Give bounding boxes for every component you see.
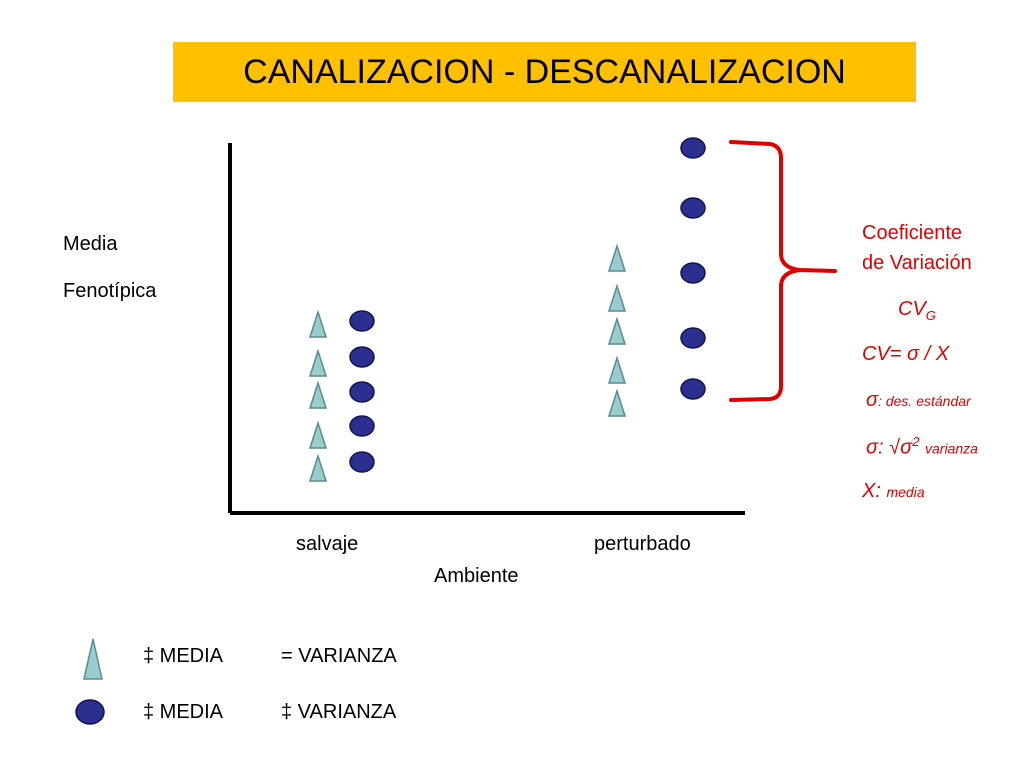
- circle-marker: [680, 262, 706, 284]
- triangle-marker: [308, 453, 328, 482]
- perturbado-circles: [680, 137, 706, 400]
- y-axis-label-line1: Media: [63, 233, 118, 255]
- triangle-marker: [308, 309, 328, 338]
- circle-marker: [349, 310, 375, 332]
- x-symbol: X:: [862, 480, 881, 502]
- legend-circle-varianza: ‡ VARIANZA: [281, 701, 397, 723]
- salvaje-triangles: [308, 309, 328, 482]
- circle-marker: [349, 451, 375, 473]
- x-tick-perturbado: perturbado: [594, 533, 691, 555]
- circle-marker: [680, 137, 706, 159]
- x-desc: media: [886, 484, 925, 500]
- circle-marker: [349, 346, 375, 368]
- variance-definition: σ: √σ2 varianza: [866, 434, 978, 460]
- variance-symbol: σ: √σ: [866, 436, 913, 459]
- triangle-marker: [607, 355, 627, 384]
- triangle-marker: [607, 316, 627, 345]
- legend-triangle-icon: [83, 638, 103, 680]
- legend-triangle-media: ‡ MEDIA: [143, 645, 224, 667]
- x-definition: X: media: [862, 480, 925, 503]
- x-axis-label: Ambiente: [434, 565, 519, 587]
- triangle-marker: [607, 283, 627, 312]
- circle-marker: [680, 197, 706, 219]
- perturbado-triangles: [607, 243, 627, 417]
- triangle-marker: [308, 420, 328, 449]
- cv-subscript: G: [925, 308, 936, 323]
- y-axis-label-line2: Fenotípica: [63, 280, 157, 302]
- cv-main: CV: [898, 298, 926, 320]
- salvaje-circles: [349, 310, 375, 473]
- legend-triangle-varianza: = VARIANZA: [281, 645, 397, 667]
- triangle-marker: [607, 243, 627, 272]
- x-tick-salvaje: salvaje: [296, 533, 359, 555]
- triangle-marker: [308, 348, 328, 377]
- cv-g-label: CVG: [898, 298, 936, 323]
- cv-formula: CV= σ / X: [862, 343, 950, 365]
- triangle-marker: [308, 380, 328, 409]
- sigma-desc: : des. estándar: [878, 393, 971, 409]
- coef-line2: de Variación: [862, 252, 972, 274]
- circle-marker: [349, 381, 375, 403]
- page-title: CANALIZACION - DESCANALIZACION: [243, 52, 846, 91]
- circle-marker: [680, 378, 706, 400]
- title-box: CANALIZACION - DESCANALIZACION: [173, 42, 916, 102]
- variation-brace: [729, 140, 837, 402]
- triangle-marker: [607, 388, 627, 417]
- circle-marker: [680, 327, 706, 349]
- legend-circle-icon: [75, 699, 105, 725]
- coef-line1: Coeficiente: [862, 222, 963, 244]
- variance-superscript: 2: [912, 434, 920, 449]
- circle-marker: [349, 415, 375, 437]
- variance-desc: varianza: [925, 440, 978, 457]
- sigma-definition: σ: des. estándar: [866, 389, 971, 412]
- legend-circle-media: ‡ MEDIA: [143, 701, 224, 723]
- sigma-symbol: σ: [866, 389, 879, 411]
